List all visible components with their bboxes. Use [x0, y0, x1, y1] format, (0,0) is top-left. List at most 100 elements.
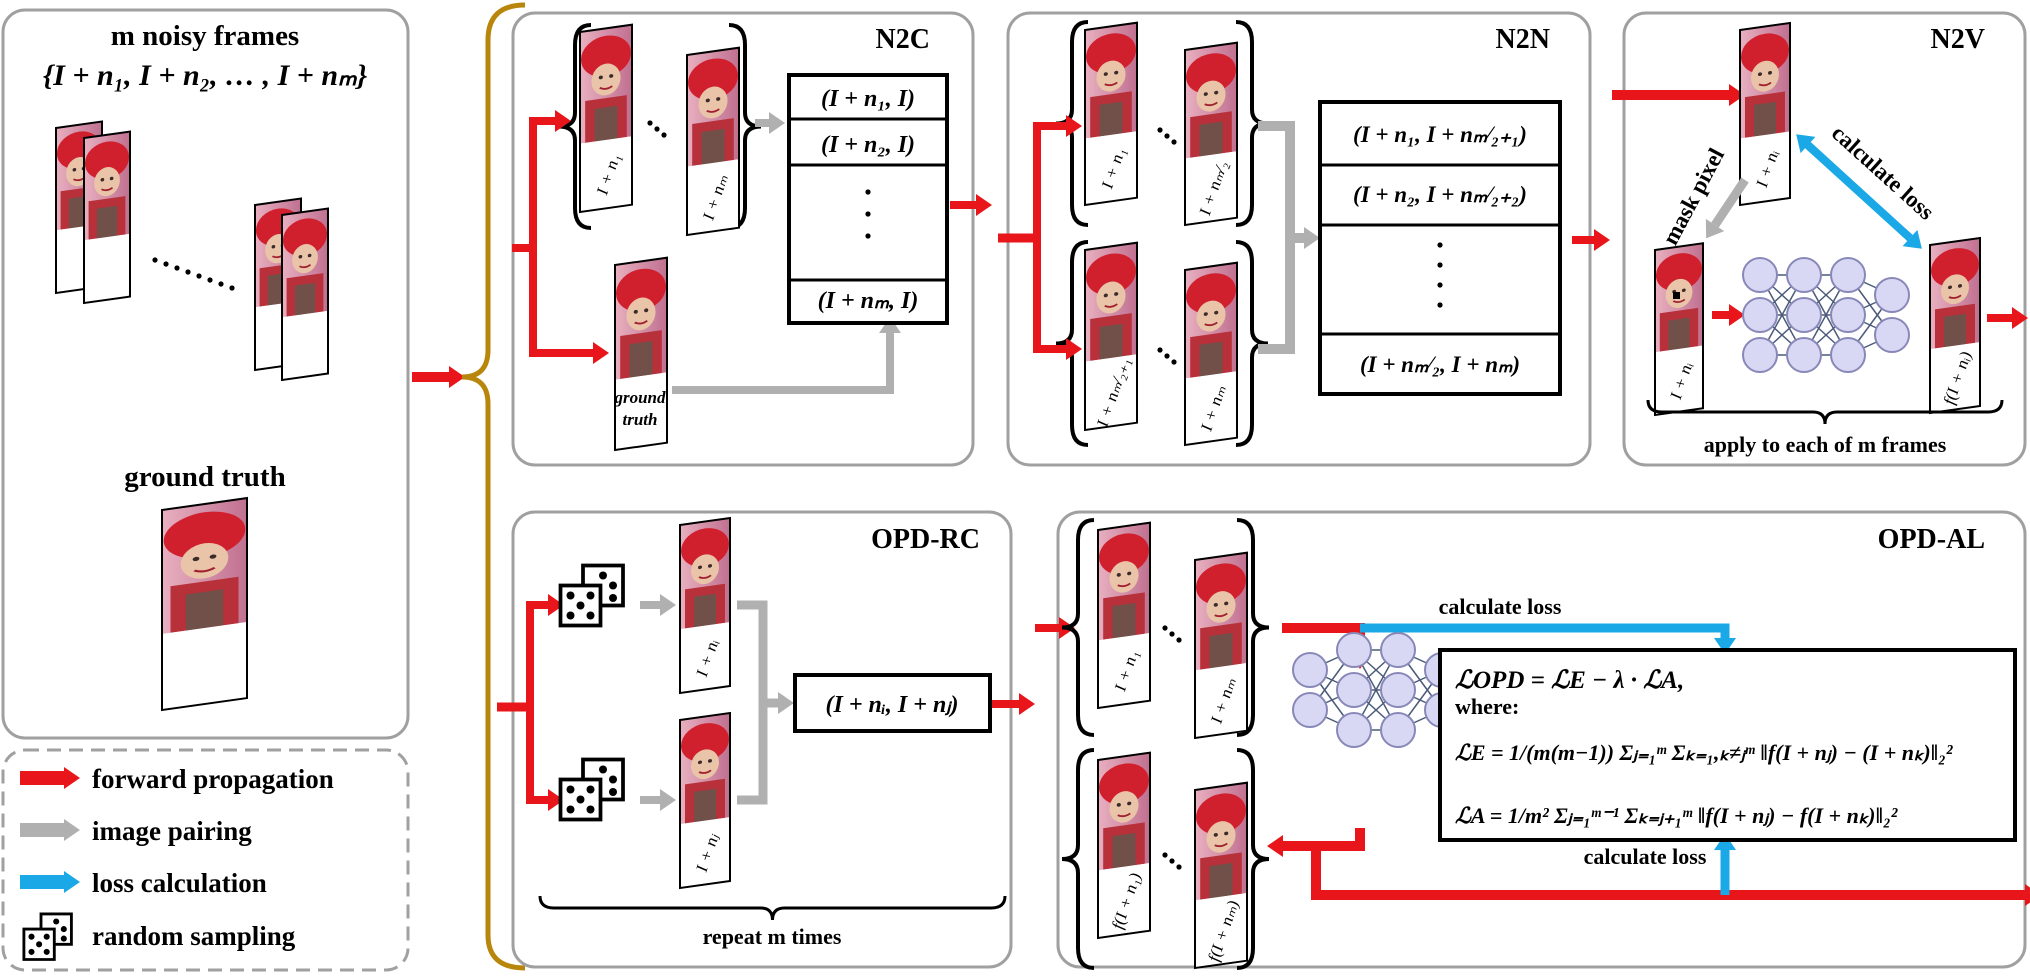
n2v-network-node — [1874, 317, 1910, 353]
n2c-gt-frame-photo — [613, 256, 669, 381]
n2c-frame-last-border — [686, 46, 740, 237]
n2c-frame-first-border — [579, 23, 633, 214]
n2c-table-dots — [865, 211, 871, 217]
n2c-gt-label-1: ground — [613, 388, 666, 407]
opdrc-dice-top-pip — [599, 571, 607, 580]
opdal-network-node — [1336, 632, 1372, 668]
opdrc-frame-i-photo — [679, 516, 731, 631]
opdrc-frame-i: I + nᵢ — [679, 516, 731, 695]
n2c-forward-top-head — [555, 110, 571, 132]
n2v-network-node — [1742, 297, 1778, 333]
opdrc-dice-bottom-pip — [586, 805, 595, 814]
opdrc-dice-top-pip — [586, 611, 595, 620]
n2c-frame-first: I + n₁ — [578, 23, 634, 214]
n2n-top-first-label-bg — [1085, 131, 1137, 205]
opdrc-frame-j-label-bg — [680, 817, 730, 889]
legend-dice-icon-pip — [60, 926, 67, 933]
opdrc-forward-top-head — [548, 594, 564, 616]
opdal-network-node — [1292, 652, 1328, 688]
opdrc-forward-bottom — [526, 707, 548, 804]
n2n-bot-last-photo — [1183, 261, 1239, 380]
left-frame-2b-label-bg — [282, 310, 328, 381]
n2n-forward-bottom — [1033, 238, 1066, 353]
n2v-frame-label-bg — [1740, 131, 1790, 205]
legend-forward-arrow-head — [64, 767, 80, 789]
opdal-out-last-label-bg — [1195, 893, 1247, 968]
legend-pairing-label: image pairing — [92, 816, 252, 846]
n2n-top-dots — [1164, 133, 1170, 139]
left-ground-truth-frame-label-bg — [162, 622, 247, 710]
left-dots — [163, 261, 169, 267]
n2c-forward-bottom — [529, 248, 593, 357]
legend-dice-icon-pip — [43, 948, 50, 955]
opdal-calc-loss-top: calculate loss — [1439, 594, 1562, 619]
n2c-pair-2: (I + n₂, I) — [821, 132, 915, 158]
left-set: {I + n₁, I + n₂, … , I + nₘ} — [43, 59, 368, 92]
opdal-brace-out-left — [1061, 748, 1095, 970]
opdal-brace-in-left — [1061, 518, 1095, 737]
left-frame-1b — [83, 130, 131, 305]
n2n-brace-bot-right — [1235, 240, 1269, 447]
opdal-out-last-border — [1194, 781, 1248, 970]
opdrc-pairing-arrow-head — [778, 692, 794, 714]
n2v-output-frame-border — [1929, 236, 1981, 415]
ground-truth-label: ground truth — [124, 461, 285, 493]
opdal-calc-loss-bottom: calculate loss — [1584, 844, 1707, 869]
n2n-forward-top — [1033, 122, 1066, 238]
n2v-masked-frame-label-bg — [1655, 345, 1703, 416]
n2n-top-last-photo — [1183, 41, 1239, 160]
n2n-bot-dots — [1171, 359, 1177, 365]
legend-forward-label: forward propagation — [92, 764, 334, 794]
n2n-bot-dots — [1164, 353, 1170, 359]
legend-dice-icon — [22, 912, 73, 961]
n2n-bot-first-photo — [1083, 241, 1139, 363]
opdrc-pair-box — [793, 673, 992, 733]
n2c-dots — [647, 120, 653, 126]
n2v-input-arrow-head — [1729, 84, 1745, 106]
opdal-network-node — [1380, 712, 1416, 748]
n2c-pairs-table — [787, 73, 949, 325]
n2v-net-in-arrow-head — [1729, 304, 1745, 326]
opdal-loss-top-head — [1714, 638, 1736, 654]
opdal-output-arrow-head — [2025, 884, 2030, 906]
n2v-output-arrow-head — [2012, 307, 2028, 329]
n2v-loss-arrow-back — [1805, 142, 1913, 241]
opdrc-pair-top-head — [660, 594, 676, 616]
n2v-mask-arrow-head — [1705, 218, 1725, 239]
n2v-network-node — [1786, 297, 1822, 333]
n2n-top-last-label-bg — [1185, 151, 1237, 225]
opdrc-dice-bottom-pip — [609, 788, 617, 796]
n2n-bot-dots — [1157, 347, 1163, 353]
n2n-table-dots — [1437, 242, 1443, 248]
opdal-in-last-border — [1194, 551, 1248, 740]
n2v-loss-arrow-back-head — [1796, 134, 1816, 154]
opdal-in-dots — [1176, 637, 1182, 643]
n2n-table-dots — [1437, 282, 1443, 288]
opdal-equation-box — [1438, 648, 2017, 842]
n2v-network-node — [1742, 337, 1778, 373]
n2c-pair-1: (I + n₁, I) — [821, 86, 915, 112]
n2n-top-last: I + nₘ⁄₂ — [1183, 41, 1239, 227]
n2c-title: N2C — [876, 24, 930, 55]
opdal-brace-out-right — [1236, 748, 1270, 970]
n2n-pairs-table — [1318, 100, 1562, 396]
n2v-network-node — [1830, 337, 1866, 373]
legend-loss-arrow-head — [64, 871, 80, 893]
opdal-eq1: ℒOPD = ℒE − λ · ℒA, — [1455, 667, 1684, 694]
left-frame-1b-photo — [83, 130, 131, 242]
opdrc-dice-bottom — [558, 757, 625, 822]
n2n-pair-2: (I + n₂, I + nₘ⁄₂₊₂) — [1353, 182, 1527, 207]
left-frame-2b — [281, 207, 329, 382]
opdrc-output-arrow-head — [1019, 693, 1035, 715]
opdrc-dice-top-pip — [609, 581, 617, 590]
left-frame-2b-photo — [281, 207, 329, 319]
legend-dice-icon-pip — [28, 948, 35, 955]
n2c-frame-last: I + nₘ — [685, 46, 741, 237]
opdal-in-last-label-bg — [1195, 663, 1247, 738]
n2v-network-node — [1786, 337, 1822, 373]
opdal-network-node — [1336, 712, 1372, 748]
n2v-panel — [1622, 11, 2027, 467]
n2v-mask-arrow — [1711, 177, 1749, 228]
opdrc-dice-top-pip — [566, 591, 575, 600]
n2n-top-first: I + n₁ — [1083, 21, 1139, 207]
